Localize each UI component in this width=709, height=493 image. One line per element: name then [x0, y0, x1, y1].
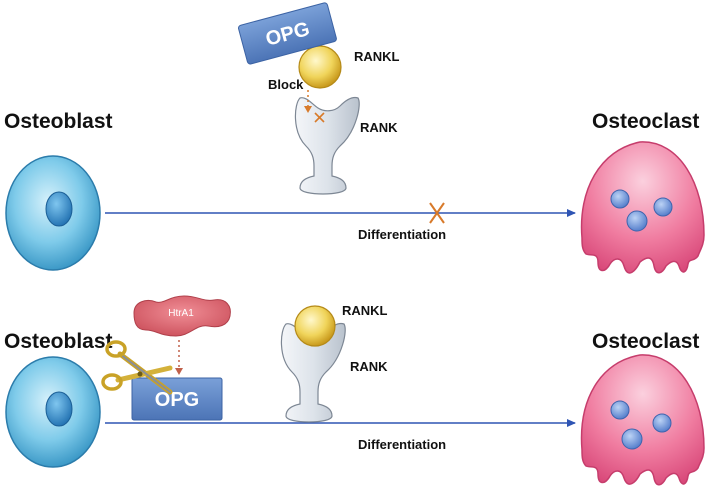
htra1-protease: HtrA1	[133, 295, 231, 337]
bottom-osteoclast-nucleus	[621, 428, 643, 450]
block-x-icon	[314, 112, 325, 123]
bottom-osteoclast-cell	[580, 354, 705, 486]
top-rank-label: RANK	[360, 120, 398, 135]
bottom-osteoclast-nucleus	[652, 413, 672, 433]
bottom-panel: Osteoblast Osteoclast Differentiation RA…	[4, 295, 705, 486]
bottom-osteoclast-nucleus	[610, 400, 630, 420]
differentiation-block-x-icon	[429, 202, 445, 224]
top-osteoblast-nucleus	[45, 191, 73, 227]
bottom-osteoblast-cell	[5, 356, 101, 468]
scissors-icon	[101, 340, 173, 395]
bottom-osteoclast-label: Osteoclast	[592, 330, 699, 353]
bottom-opg-label: OPG	[155, 389, 199, 411]
top-osteoclast-nucleus	[653, 197, 673, 217]
top-opg-box: OPG	[238, 2, 337, 65]
top-panel: Osteoblast Osteoclast Differentiation RA…	[4, 2, 705, 274]
top-rankl-ligand	[298, 45, 342, 89]
top-rankl-label: RANKL	[354, 49, 400, 64]
bottom-differentiation-label: Differentiation	[358, 437, 446, 452]
top-osteoblast-label: Osteoblast	[4, 110, 113, 133]
top-rank-receptor	[294, 96, 360, 195]
top-osteoclast-cell	[580, 141, 705, 274]
bottom-osteoblast-nucleus	[45, 391, 73, 427]
bottom-rankl-ligand	[294, 305, 336, 347]
bottom-rankl-label: RANKL	[342, 303, 388, 318]
top-osteoclast-nucleus	[626, 210, 648, 232]
bottom-osteoblast-label: Osteoblast	[4, 330, 113, 353]
top-osteoclast-nucleus	[610, 189, 630, 209]
bottom-opg-box: OPG	[131, 377, 223, 421]
htra1-label: HtrA1	[168, 308, 194, 319]
top-osteoblast-cell	[5, 155, 101, 271]
top-differentiation-label: Differentiation	[358, 227, 446, 242]
block-label: Block	[268, 77, 304, 92]
top-osteoclast-label: Osteoclast	[592, 110, 699, 133]
bottom-rank-label: RANK	[350, 359, 388, 374]
cleave-arrowhead-icon	[175, 368, 183, 375]
block-arrowhead-icon	[304, 106, 312, 113]
